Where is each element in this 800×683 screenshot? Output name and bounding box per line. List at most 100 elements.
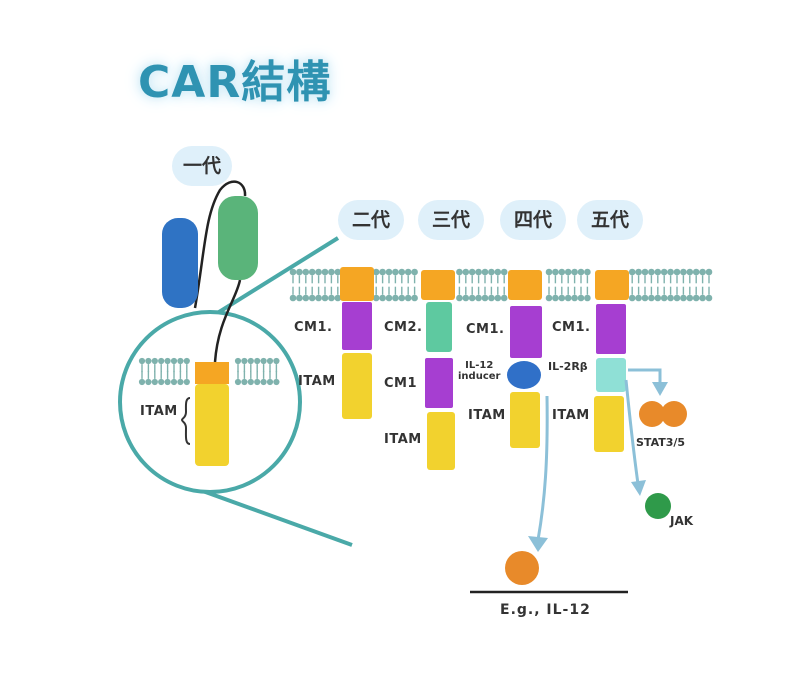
lipid-head — [308, 268, 316, 276]
lipid-head — [628, 294, 636, 302]
gen5-cm1-domain — [596, 304, 626, 354]
lipid-head — [411, 268, 418, 276]
lipid-head — [404, 268, 412, 276]
arrow-to-il12 — [536, 395, 549, 541]
gen3-itam-label: ITAM — [384, 432, 422, 447]
gen5-il2rb-domain — [596, 358, 626, 392]
lipid-head — [648, 294, 655, 302]
lipid-head — [488, 294, 495, 302]
lipid-head — [488, 268, 495, 276]
lipid-head — [577, 294, 585, 302]
lipid-head — [558, 268, 566, 276]
lipid-head — [273, 378, 280, 386]
lipid-head — [500, 294, 508, 302]
gen4-transmembrane — [508, 270, 542, 300]
lipid-head — [680, 294, 687, 302]
lens-itam-domain — [195, 384, 229, 466]
lipid-head — [628, 268, 636, 276]
lipid-head — [315, 294, 322, 302]
example-il12-label: E.g., IL-12 — [500, 602, 591, 618]
lipid-head — [411, 294, 418, 302]
lipid-head — [145, 378, 152, 386]
scfv-linker — [193, 180, 247, 309]
lipid-head — [321, 268, 329, 276]
cell-membrane — [289, 268, 713, 302]
arrow-to-jak-head — [631, 480, 646, 496]
lipid-head — [699, 294, 706, 302]
gen-fifth-label: 五代 — [577, 200, 643, 240]
gen2-cm1-label: CM1. — [294, 320, 333, 335]
lipid-head — [254, 378, 261, 386]
gen5-cm1-label: CM1. — [552, 320, 591, 335]
lipid-head — [667, 294, 674, 302]
page-title: CAR結構 — [138, 57, 332, 108]
lipid-head — [673, 294, 681, 302]
lipid-head — [699, 268, 706, 276]
lipid-head — [151, 357, 158, 365]
gen-first-label: 一代 — [172, 146, 232, 186]
lipid-head — [164, 357, 171, 365]
lipid-head — [260, 357, 267, 365]
lipid-head — [462, 294, 470, 302]
lipid-head — [177, 378, 184, 386]
lipid-head — [494, 294, 502, 302]
lipid-head — [289, 268, 297, 276]
lipid-head — [372, 294, 380, 302]
lipid-head — [641, 294, 649, 302]
scfv-blue-domain — [162, 218, 198, 308]
gen4-itam-label: ITAM — [468, 408, 506, 423]
lipid-head — [392, 294, 399, 302]
lipid-head — [158, 357, 165, 365]
gen2-cm1-domain — [342, 302, 372, 350]
gen3-cm1-domain — [425, 358, 453, 408]
scfv-green-domain — [218, 196, 258, 280]
lipid-head — [692, 294, 700, 302]
gen3-cm2-label: CM2. — [384, 320, 423, 335]
lipid-head — [241, 357, 248, 365]
lipid-head — [296, 294, 303, 302]
lipid-head — [273, 357, 280, 365]
lipid-head — [468, 294, 476, 302]
lipid-head — [584, 268, 591, 276]
gen3-cm2-domain — [426, 302, 452, 352]
gen3-itam-domain — [427, 412, 455, 470]
lipid-head — [456, 294, 463, 302]
lipid-head — [398, 294, 406, 302]
lipid-head — [151, 378, 158, 386]
lipid-head — [138, 357, 146, 365]
lipid-head — [385, 268, 393, 276]
lipid-head — [635, 268, 642, 276]
lipid-head — [462, 268, 470, 276]
lipid-head — [260, 378, 267, 386]
lipid-head — [475, 268, 482, 276]
lipid-head — [334, 268, 342, 276]
jak-molecule — [645, 493, 671, 519]
lipid-head — [328, 294, 335, 302]
stat-molecule-right — [661, 401, 687, 427]
lipid-head — [379, 268, 386, 276]
lens-membrane — [138, 357, 280, 386]
lipid-head — [654, 268, 662, 276]
lipid-head — [564, 294, 572, 302]
lipid-head — [138, 378, 146, 386]
gen5-itam-label: ITAM — [552, 408, 590, 423]
lipid-head — [660, 294, 668, 302]
lipid-head — [500, 268, 508, 276]
lipid-head — [686, 294, 694, 302]
lipid-head — [481, 268, 489, 276]
gen2-itam-label: ITAM — [298, 374, 336, 389]
lipid-head — [641, 268, 649, 276]
gen3-cm1-label: CM1 — [384, 376, 418, 391]
lipid-head — [558, 294, 566, 302]
lipid-head — [241, 378, 248, 386]
gen4-itam-domain — [510, 392, 540, 448]
itam-bracket — [180, 397, 191, 445]
lipid-head — [468, 268, 476, 276]
lipid-head — [545, 268, 553, 276]
lipid-head — [385, 294, 393, 302]
zoom-line-lower — [199, 488, 353, 547]
lipid-head — [266, 378, 274, 386]
lipid-head — [164, 378, 171, 386]
lens-transmembrane — [195, 362, 229, 384]
lipid-head — [302, 268, 310, 276]
